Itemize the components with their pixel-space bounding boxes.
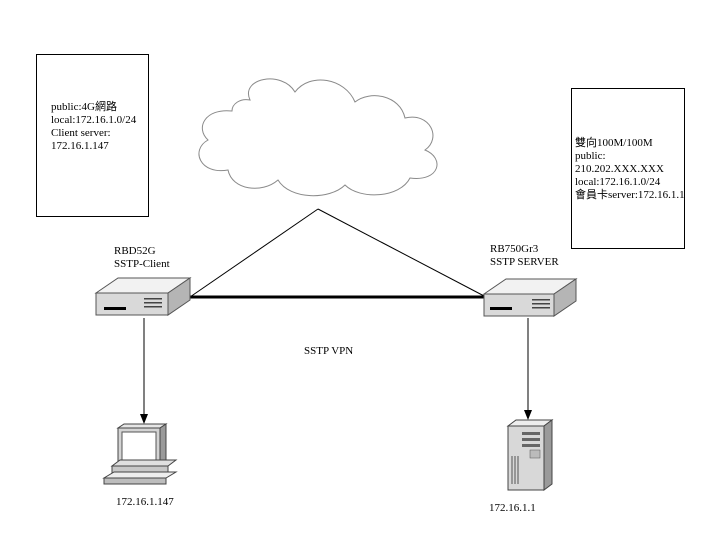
tunnel-line-left xyxy=(189,208,319,298)
server-note-line-2: public: xyxy=(575,150,606,162)
client-note-line-2: local:172.16.1.0/24 xyxy=(51,114,137,126)
server-router-model: RB750Gr3 xyxy=(490,243,539,255)
client-router-role: SSTP-Client xyxy=(114,258,170,270)
server-router-label: RB750Gr3 SSTP SERVER xyxy=(490,243,559,269)
client-note-line-4: 172.16.1.147 xyxy=(51,140,109,152)
client-arrow xyxy=(140,318,148,424)
tunnel-line-right xyxy=(317,208,487,298)
server-note-line-3: 210.202.XXX.XXX xyxy=(575,163,664,175)
client-pc-ip-label: 172.16.1.147 xyxy=(116,496,174,508)
client-note-line-1: public:4G網路 xyxy=(51,101,117,113)
server-host-ip-label: 172.16.1.1 xyxy=(489,502,536,514)
client-note-box: public:4G網路 local:172.16.1.0/24 Client s… xyxy=(36,54,149,217)
server-router-icon xyxy=(482,278,578,317)
vpn-label: SSTP VPN xyxy=(304,345,354,357)
client-note-line-3: Client server: xyxy=(51,127,111,139)
server-note-box: 雙向100M/100M public: 210.202.XXX.XXX loca… xyxy=(571,88,685,249)
server-router-role: SSTP SERVER xyxy=(490,256,559,268)
server-tower-icon xyxy=(506,419,554,491)
client-router-icon xyxy=(94,277,192,316)
server-note-line-1: 雙向100M/100M xyxy=(575,137,653,149)
server-note-line-4: local:172.16.1.0/24 xyxy=(575,176,661,188)
server-arrow xyxy=(524,318,532,420)
client-router-label: RBD52G SSTP-Client xyxy=(114,245,170,271)
client-router-model: RBD52G xyxy=(114,245,156,257)
server-note-line-5: 會員卡server:172.16.1.1 xyxy=(575,189,685,201)
internet-cloud-icon xyxy=(198,78,438,197)
client-pc-icon xyxy=(102,423,178,485)
vpn-tunnel-lines xyxy=(189,208,487,298)
